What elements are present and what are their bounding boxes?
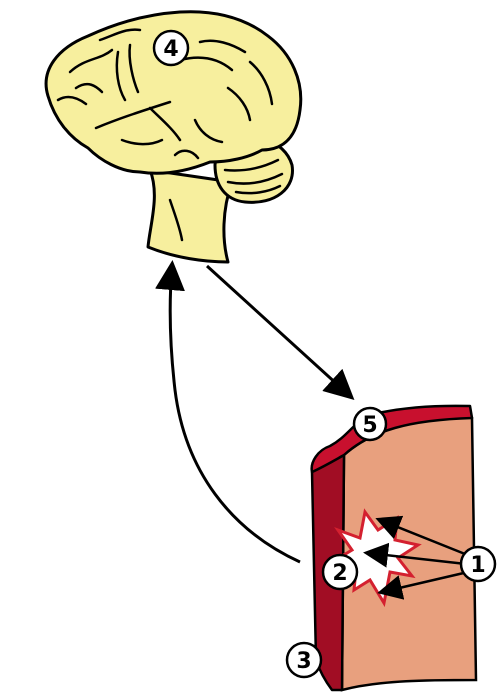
badge-2-label: 2 xyxy=(332,561,347,586)
badge-1: 1 xyxy=(461,547,495,581)
badge-5: 5 xyxy=(354,408,386,440)
badge-5-label: 5 xyxy=(362,413,377,438)
badge-4: 4 xyxy=(154,31,188,65)
badge-2: 2 xyxy=(323,555,357,589)
badge-3-label: 3 xyxy=(296,649,311,674)
arrow-tissue-to-brain xyxy=(170,266,300,562)
badge-4-label: 4 xyxy=(163,37,178,62)
badge-1-label: 1 xyxy=(470,553,485,578)
badge-3: 3 xyxy=(287,643,321,677)
arrow-brain-to-tissue xyxy=(207,266,350,396)
